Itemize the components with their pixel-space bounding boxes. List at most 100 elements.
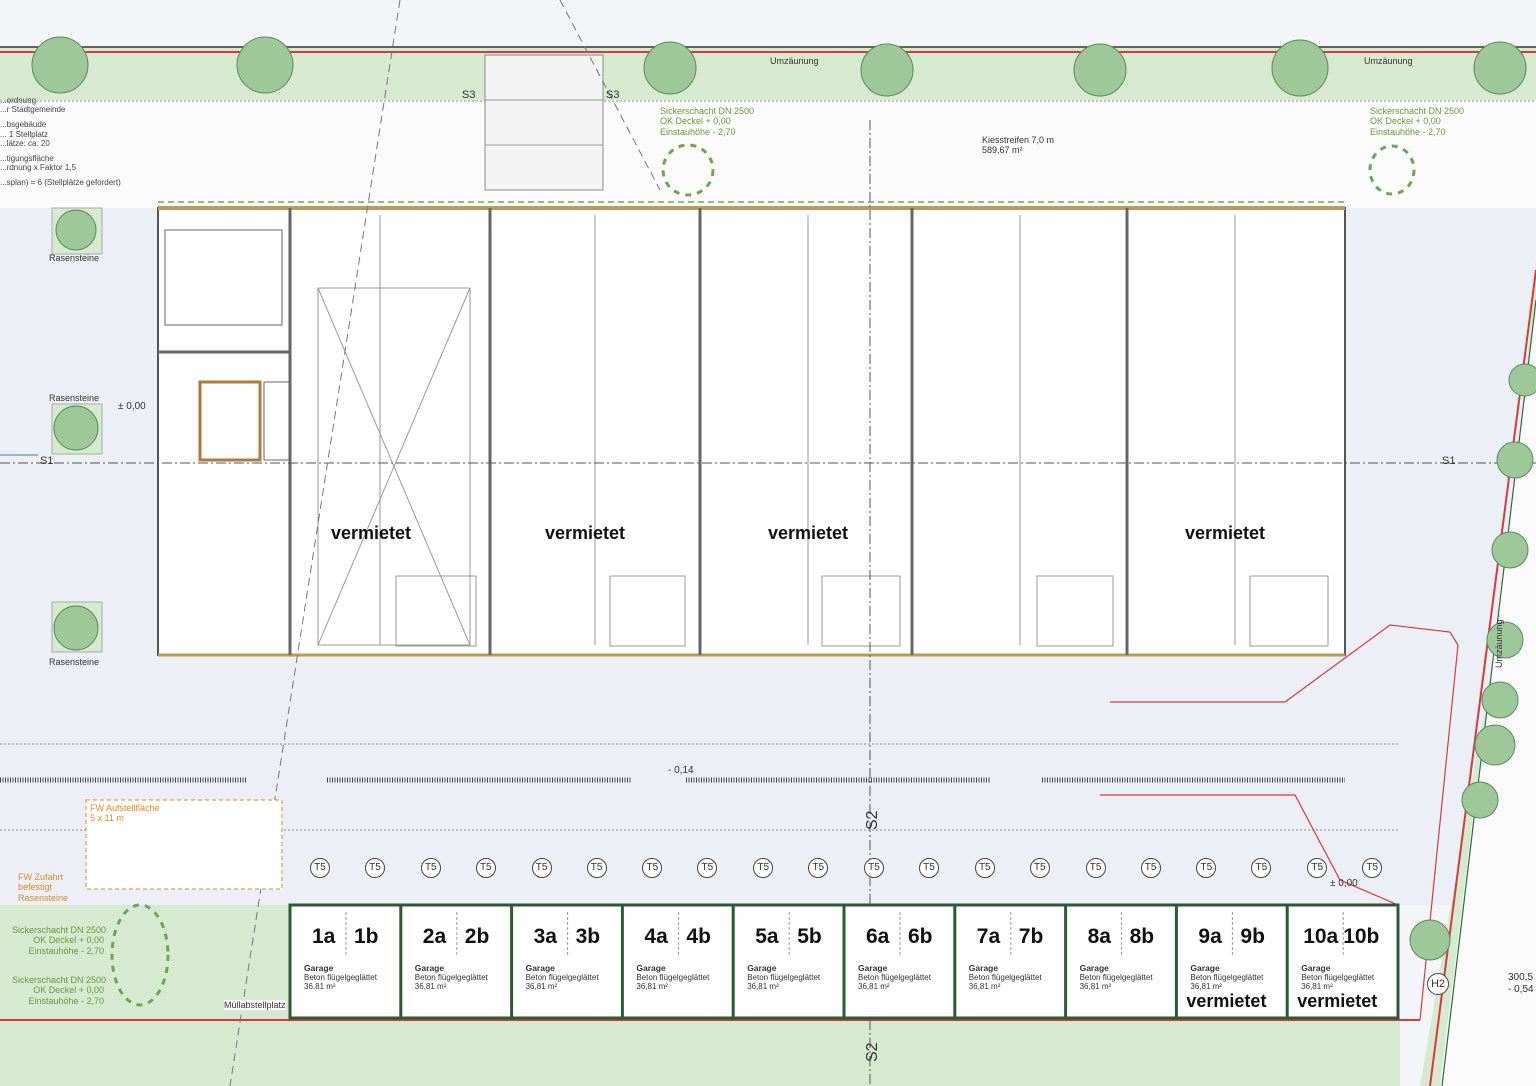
soakaway-cover: OK Deckel + 0,00 (660, 116, 731, 127)
hydrant-marker: H2 (1427, 973, 1449, 995)
level-right: 300,5 - 0,54 (1508, 972, 1534, 995)
rasensteine-label: Rasensteine (49, 253, 100, 263)
garage-unit[interactable]: 4a 4b Garage Beton flügelgeglättet 36,81… (622, 905, 733, 1018)
garage-unit[interactable]: 5a 5b Garage Beton flügelgeglättet 36,81… (733, 905, 844, 1018)
garage-unit-a: 1a (312, 925, 336, 948)
note: ...lätze: ca. 20 (0, 138, 50, 148)
garage-info: Garage Beton flügelgeglättet 36,81 m² (858, 963, 931, 991)
garage-info: Garage Beton flügelgeglättet 36,81 m² (414, 963, 488, 991)
tree-icon (1481, 681, 1519, 719)
door-marker: T5 (753, 858, 774, 878)
soakaway-title: Sickerschacht DN 2500 (12, 925, 107, 935)
garage-info: Garage Beton flügelgeglättet 36,81 m² (968, 963, 1042, 991)
garage-unit-b: 7b (1018, 925, 1044, 948)
soakaway-title: Sickerschacht DN 2500 (660, 106, 755, 116)
garage-title: Garage (1301, 963, 1331, 973)
garage-unit-a: 9a (1198, 925, 1222, 948)
fence-label: Umzäunung (770, 56, 819, 66)
garage-area: 36,81 m² (747, 981, 779, 991)
tree-icon (1508, 363, 1536, 397)
garage-area: 36,81 m² (636, 981, 668, 991)
tree-icon (55, 209, 97, 251)
garage-title: Garage (414, 963, 445, 973)
fence-label-right: Umzäunung (1494, 619, 1504, 668)
door-marker: T5 (974, 858, 995, 878)
garage-unit-a: 2a (422, 925, 447, 948)
garage-unit-b: 4b (686, 925, 711, 948)
garage-info: Garage Beton flügelgeglättet 36,81 m² (1190, 963, 1264, 991)
note: ...splan) = 6 (Stellplätze gefordert) (0, 178, 121, 188)
garage-unit[interactable]: 10a 10b Garage Beton flügelgeglättet 36,… (1287, 905, 1398, 1018)
garage-unit[interactable]: 6a 6b Garage Beton flügelgeglättet 36,81… (844, 905, 955, 1018)
garage-title: Garage (858, 963, 888, 973)
garage-title: Garage (1079, 963, 1109, 973)
garage-material: Beton flügelgeglättet (747, 972, 821, 982)
level-building: ± 0,00 (118, 401, 146, 412)
soakaway-cover: OK Deckel + 0,00 (33, 985, 104, 996)
garage-unit[interactable]: 9a 9b Garage Beton flügelgeglättet 36,81… (1176, 905, 1287, 1018)
garage-title: Garage (747, 963, 777, 973)
garage-material: Beton flügelgeglättet (304, 972, 377, 982)
garage-status: vermietet (1297, 991, 1378, 1011)
gravel-strip-label: Kiesstreifen 7,0 m 589,67 m² (982, 135, 1054, 156)
door-marker: T5 (531, 858, 552, 878)
garage-unit[interactable]: 8a 8b Garage Beton flügelgeglättet 36,81… (1066, 905, 1177, 1018)
garage-material: Beton flügelgeglättet (1190, 972, 1264, 982)
garage-area: 36,81 m² (1079, 981, 1112, 991)
door-marker: T5 (365, 858, 385, 878)
section-marker-s3: S3 (462, 89, 476, 101)
garage-info: Garage Beton flügelgeglättet 36,81 m² (1079, 963, 1153, 991)
fire-area-size: 5 x 11 m (90, 813, 124, 824)
door-marker: T5 (1085, 858, 1106, 878)
door-marker: T5 (642, 858, 663, 878)
tree-icon (236, 36, 294, 94)
garage-area: 36,81 m² (968, 981, 1001, 991)
rasensteine-label: Rasensteine (49, 657, 100, 667)
tree-icon (1473, 41, 1527, 95)
note: ... 1 Stellplatz (0, 129, 49, 139)
garage-unit[interactable]: 7a 7b Garage Beton flügelgeglättet 36,81… (955, 905, 1066, 1018)
rasensteine-label: Rasensteine (49, 393, 100, 403)
hall-status: vermietet (1185, 523, 1266, 543)
garage-area: 36,81 m² (1190, 981, 1222, 991)
garage-material: Beton flügelgeglättet (968, 972, 1042, 982)
door-marker: T5 (808, 858, 829, 878)
tree-icon (1271, 39, 1329, 97)
garage-unit-b: 8b (1129, 925, 1155, 948)
garage-unit-a: 4a (644, 925, 668, 948)
hall-status: vermietet (545, 523, 626, 543)
garage-unit[interactable]: 3a 3b Garage Beton flügelgeglättet 36,81… (512, 905, 623, 1018)
fire-access-2: befestigt (18, 882, 53, 893)
soakaway-label: Sickerschacht DN 2500 OK Deckel + 0,00 E… (660, 106, 754, 137)
garage-info: Garage Beton flügelgeglättet 36,81 m² (304, 963, 377, 991)
garage-unit-b: 6b (908, 925, 933, 948)
garage-unit-b: 2b (464, 925, 490, 948)
tree-icon (53, 605, 99, 651)
door-marker: T5 (475, 858, 496, 878)
garage-unit[interactable]: 2a 2b Garage Beton flügelgeglättet 36,81… (401, 905, 512, 1018)
gravel-area: 589,67 m² (982, 145, 1023, 156)
level-right-2: - 0,54 (1508, 983, 1534, 995)
fire-access-label: FW Zufahrt befestigt Rasensteine (18, 872, 68, 903)
gravel-width: Kiesstreifen 7,0 m (982, 135, 1055, 145)
garage-unit[interactable]: 1a 1b Garage Beton flügelgeglättet 36,81… (290, 905, 401, 1018)
door-marker: T5 (1362, 858, 1383, 878)
tree-icon (53, 405, 99, 451)
gravel-strip (0, 100, 1536, 208)
fire-area-label: FW Aufstellfläche 5 x 11 m (90, 803, 160, 824)
garage-unit-b: 5b (797, 925, 822, 948)
tree-icon (1491, 531, 1529, 569)
soakaway-label: Sickerschacht DN 2500 OK Deckel + 0,00 E… (12, 925, 107, 956)
garage-info: Garage Beton flügelgeglättet 36,81 m² (526, 963, 599, 991)
garage-status: vermietet (1186, 991, 1267, 1011)
section-marker-s1: S1 (40, 455, 54, 467)
garage-unit-b: 1b (354, 925, 379, 948)
tree-icon (1474, 724, 1516, 766)
garage-material: Beton flügelgeglättet (1079, 972, 1153, 982)
garage-unit-b: 9b (1240, 925, 1265, 948)
tree-icon (1496, 441, 1534, 479)
tree-icon (1073, 43, 1127, 97)
soakaway-depth: Einstauhöhe - 2,70 (28, 995, 104, 1006)
garage-title: Garage (636, 963, 666, 973)
garage-area: 36,81 m² (1301, 981, 1333, 991)
